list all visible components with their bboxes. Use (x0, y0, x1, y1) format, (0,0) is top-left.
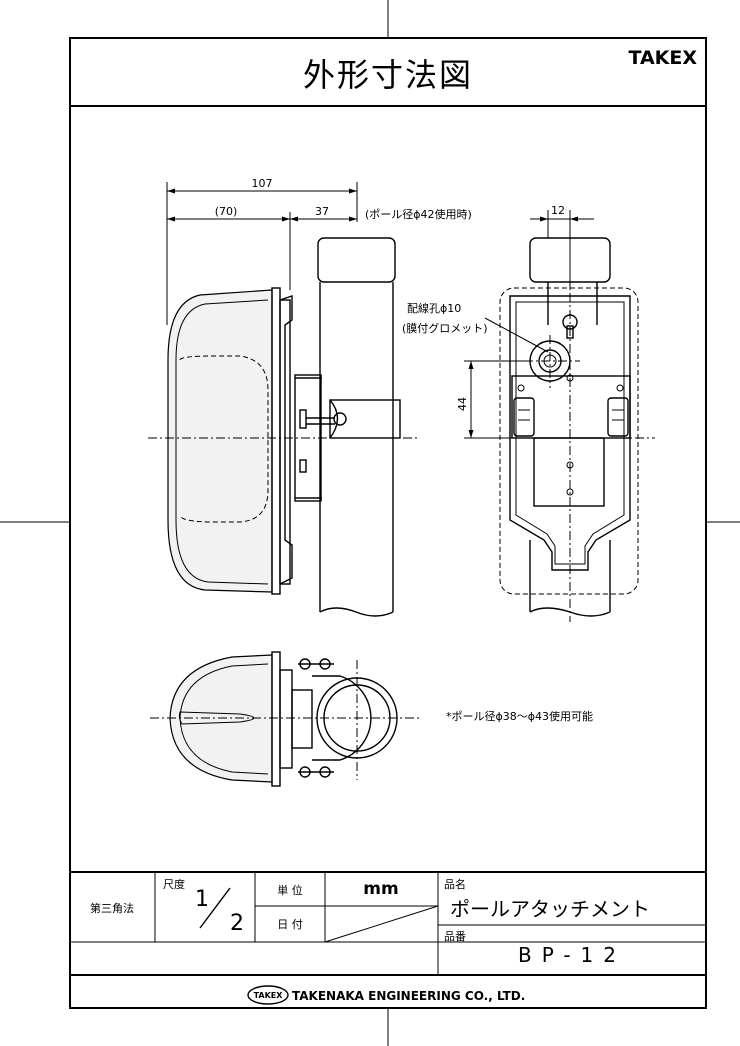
dim-offset: 12 (551, 204, 565, 217)
scale-denominator: 2 (230, 911, 244, 936)
unit-value: mm (363, 879, 398, 899)
product-name-label: 品名 (444, 877, 466, 891)
drawing-title: 外形寸法図 (303, 56, 473, 94)
pole-range-note: *ポール径ϕ38～ϕ43使用可能 (446, 709, 593, 723)
dim-height-44: 44 (456, 397, 469, 411)
projection-label: 第三角法 (90, 901, 134, 915)
company-logo (247, 985, 289, 1005)
date-label: 日 付 (277, 918, 303, 931)
unit-label: 単 位 (277, 883, 303, 897)
dim-overall-width: 107 (252, 177, 273, 190)
side-view: 107 (70) 37 (ポール径ϕ42使用時) (148, 177, 472, 617)
part-no: BP-12 (518, 943, 626, 967)
scale-label: 尺度 (163, 877, 185, 891)
company-name: TAKENAKA ENGINEERING CO., LTD. (292, 989, 525, 1003)
grommet-label: (膜付グロメット) (402, 321, 488, 335)
top-view: *ポール径ϕ38～ϕ43使用可能 (150, 651, 593, 787)
wiring-hole-label: 配線孔ϕ10 (407, 301, 461, 315)
company-logo-text: TAKEX (254, 991, 284, 1000)
drawing-frame (69, 37, 707, 1009)
rear-view: 12 44 配 (402, 204, 655, 622)
product-name: ポールアタッチメント (450, 897, 650, 921)
brand-logo: TAKEX (628, 47, 697, 69)
part-no-label: 品番 (444, 930, 466, 943)
dim-housing-depth: (70) (215, 205, 238, 218)
dim-bracket-depth: 37 (315, 205, 329, 218)
pole-diameter-note: (ポール径ϕ42使用時) (365, 208, 472, 221)
title-block: 第三角法 尺度 1 2 単 位 mm 日 付 品名 ポールアタッチメント 品番 … (70, 871, 706, 1005)
scale-numerator: 1 (195, 887, 209, 912)
